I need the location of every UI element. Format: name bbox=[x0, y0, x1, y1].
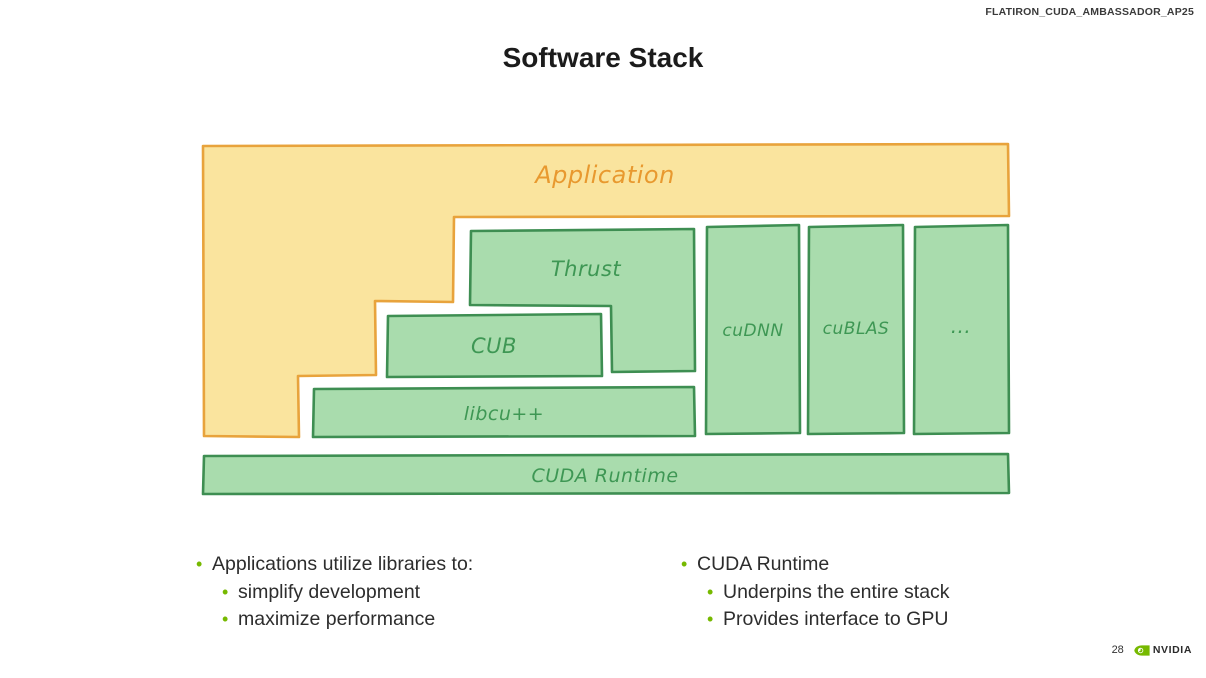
bullet-icon: • bbox=[222, 609, 229, 629]
cublas-box bbox=[806, 223, 906, 436]
list-item: • Underpins the entire stack bbox=[707, 579, 950, 607]
bullet-text: maximize performance bbox=[238, 608, 436, 630]
bullet-icon: • bbox=[707, 609, 714, 629]
list-item: • CUDA Runtime bbox=[681, 551, 950, 579]
page-title: Software Stack bbox=[502, 42, 704, 73]
nvidia-wordmark: NVIDIA bbox=[1152, 644, 1192, 656]
cub-label: CUB bbox=[471, 334, 517, 358]
list-item: • Provides interface to GPU bbox=[707, 606, 950, 634]
header-tag: FLATIRON_CUDA_AMBASSADOR_AP25 bbox=[985, 6, 1194, 18]
bullet-icon: • bbox=[222, 581, 229, 602]
list-item: • maximize performance bbox=[222, 606, 473, 634]
thrust-label: Thrust bbox=[551, 257, 622, 281]
libcu-box bbox=[311, 385, 697, 439]
bullet-text: simplify development bbox=[238, 580, 421, 603]
bullet-list-runtime: • CUDA Runtime • Underpins the entire st… bbox=[681, 551, 950, 634]
cub-box bbox=[385, 312, 604, 379]
bullet-text: Underpins the entire stack bbox=[723, 580, 950, 603]
page-number: 28 bbox=[1111, 644, 1124, 656]
list-item: • Applications utilize libraries to: bbox=[196, 551, 473, 579]
bullet-icon: • bbox=[681, 554, 688, 574]
cudnn-label: cuDNN bbox=[722, 321, 783, 341]
nvidia-logo: NVIDIA bbox=[1134, 644, 1192, 656]
list-item: • simplify development bbox=[222, 579, 473, 607]
bullet-text: Applications utilize libraries to: bbox=[212, 553, 474, 575]
cuda-runtime-box bbox=[201, 452, 1011, 496]
more-libraries-label: ... bbox=[951, 314, 972, 338]
cudnn-box bbox=[704, 223, 802, 436]
bullet-text: CUDA Runtime bbox=[697, 553, 830, 575]
footer: 28 NVIDIA bbox=[1112, 644, 1192, 656]
bullet-text: Provides interface to GPU bbox=[723, 608, 949, 630]
thrust-box bbox=[468, 227, 697, 374]
more-libraries-box bbox=[912, 223, 1011, 436]
cuda-runtime-label: CUDA Runtime bbox=[531, 465, 678, 487]
application-label: Application bbox=[533, 161, 675, 189]
nvidia-eye-icon bbox=[1134, 644, 1150, 656]
bullet-icon: • bbox=[707, 581, 714, 602]
bullet-list-libraries: • Applications utilize libraries to: • s… bbox=[196, 551, 473, 634]
bullet-icon: • bbox=[196, 554, 203, 574]
cublas-label: cuBLAS bbox=[823, 319, 890, 339]
libcu-label: libcu++ bbox=[464, 403, 544, 425]
application-box bbox=[201, 142, 1011, 439]
